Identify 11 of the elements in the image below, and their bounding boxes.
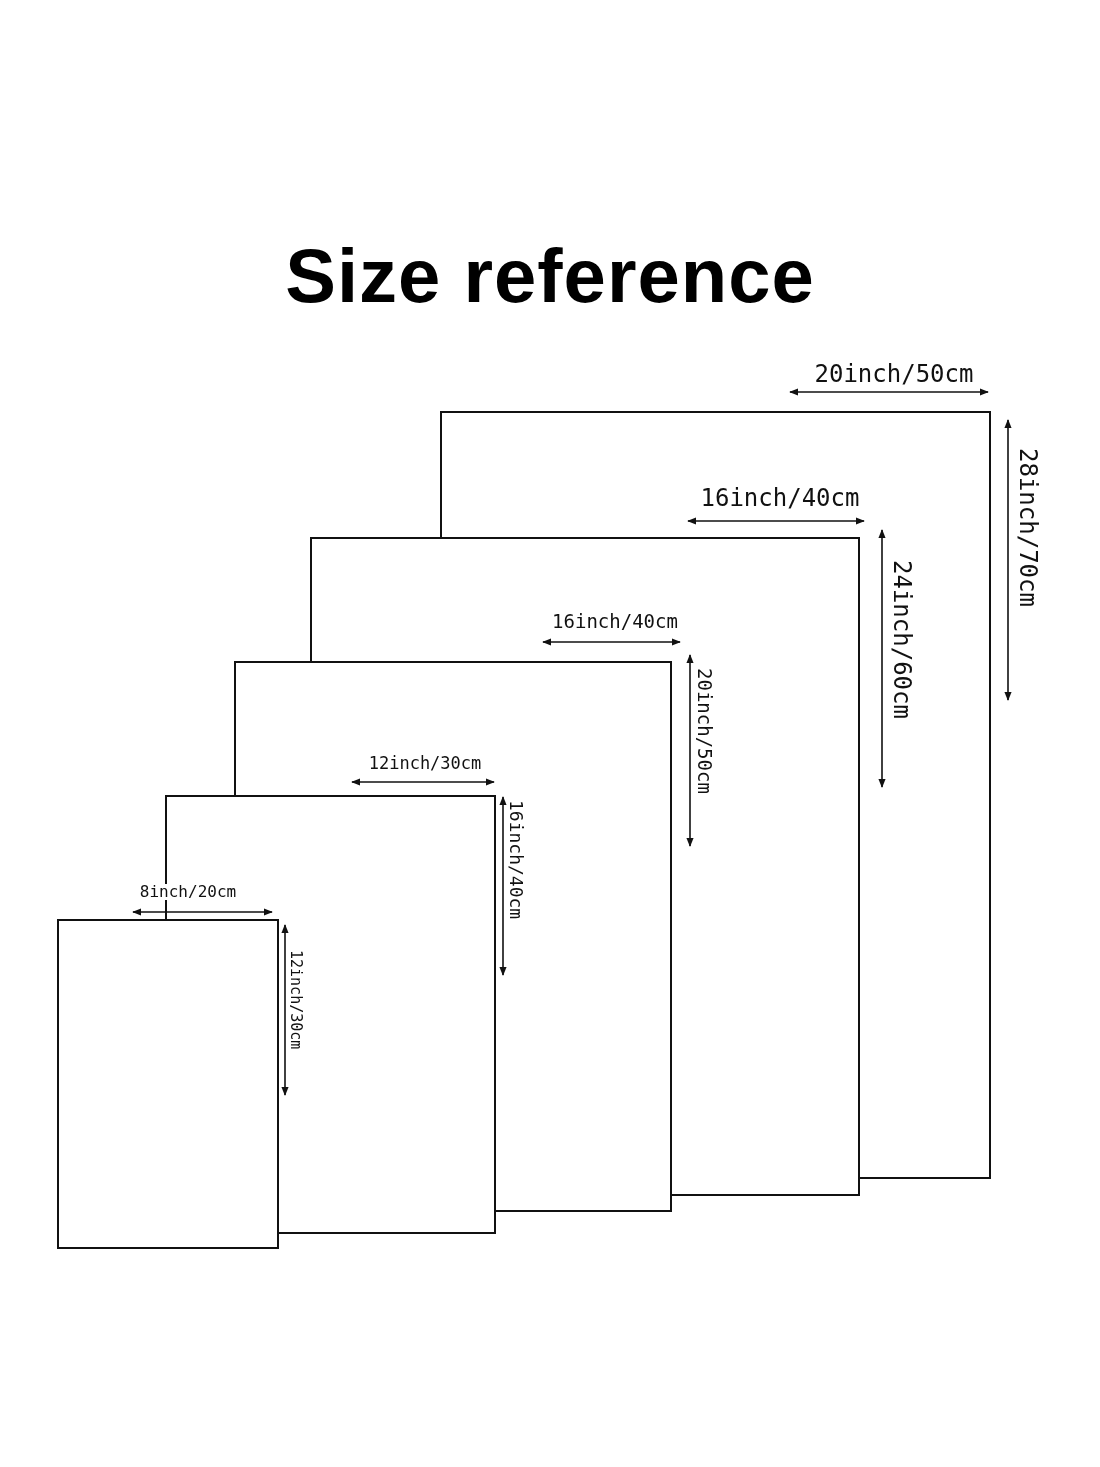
dimension-label: 16inch/40cm (507, 800, 525, 920)
dimension-label: 20inch/50cm (814, 362, 974, 386)
dimension-label: 12inch/30cm (288, 950, 303, 1050)
dimension-label: 12inch/30cm (368, 755, 482, 772)
title: Size reference (284, 238, 816, 314)
dimension-label: 16inch/40cm (700, 486, 860, 510)
dimension-label: 8inch/20cm (139, 884, 237, 900)
dimension-label: 24inch/60cm (890, 560, 914, 719)
dimension-label: 16inch/40cm (552, 612, 678, 631)
dimension-label: 28inch/70cm (1016, 448, 1040, 607)
dimension-label: 20inch/50cm (695, 668, 714, 794)
